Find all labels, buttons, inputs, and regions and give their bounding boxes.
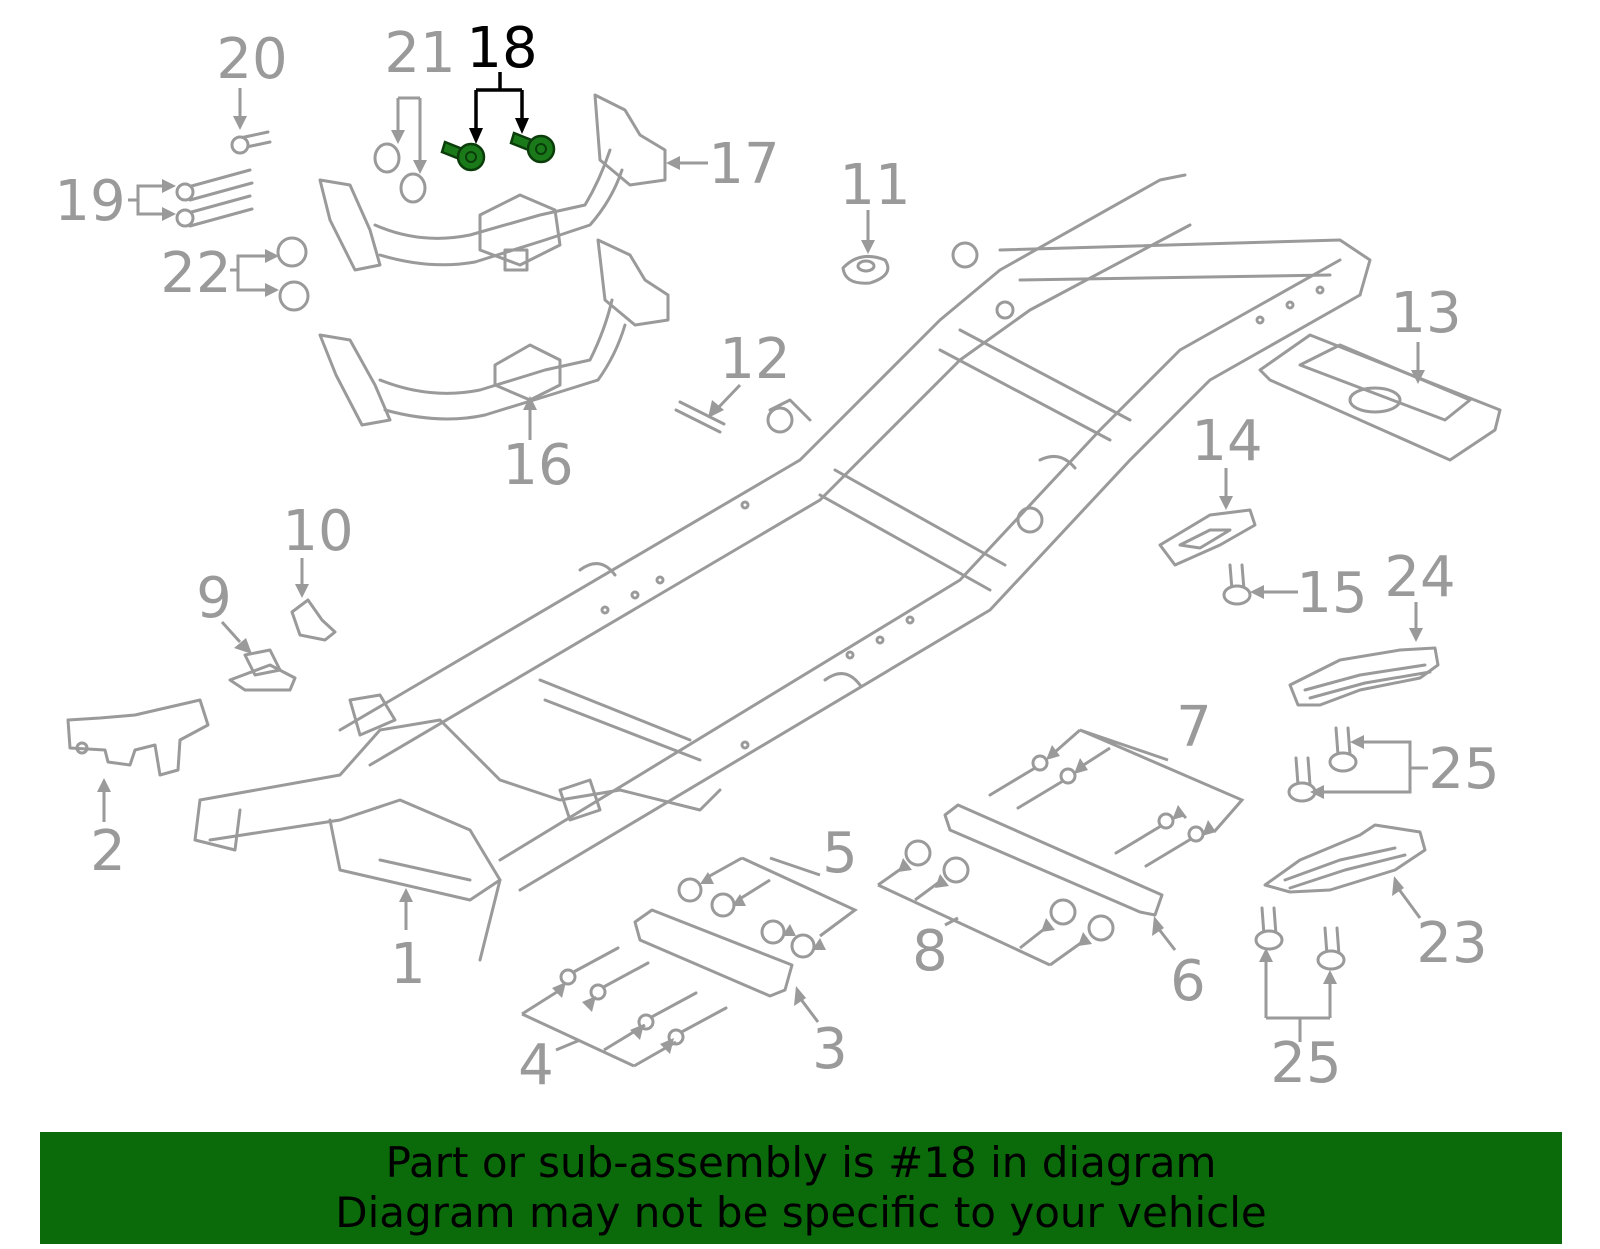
callout-12: 12	[719, 327, 790, 392]
callout-11: 11	[839, 153, 910, 218]
rear-crossmember-upper	[318, 93, 667, 272]
callout-2: 2	[90, 819, 126, 884]
plate-6	[943, 803, 1164, 917]
bolts-25-upper	[1287, 726, 1358, 803]
banner-line-part: Part or sub-assembly is #18 in diagram	[385, 1138, 1217, 1187]
bolts-7	[988, 754, 1205, 868]
callout-6: 6	[1170, 949, 1206, 1014]
bolts-4	[559, 946, 728, 1046]
callout-1: 1	[390, 932, 426, 997]
callout-9: 9	[196, 566, 232, 631]
nuts-8	[904, 839, 1115, 942]
pin-12	[674, 400, 726, 434]
bolt-20	[230, 130, 272, 155]
callout-16: 16	[502, 433, 573, 498]
callout-5: 5	[822, 821, 858, 886]
highlighted-bolts-18[interactable]	[440, 131, 556, 172]
shield-23	[1263, 823, 1427, 894]
bolts-25-lower	[1254, 906, 1346, 971]
banner-line-disclaimer: Diagram may not be specific to your vehi…	[335, 1188, 1267, 1237]
bracket-14	[1158, 508, 1257, 567]
callout-8: 8	[912, 919, 948, 984]
info-banner: Part or sub-assembly is #18 in diagram D…	[40, 1132, 1562, 1244]
callout-18[interactable]: 18	[466, 16, 537, 81]
callout-10: 10	[282, 499, 353, 564]
callout-labels: 18 20 21 19 22 17 16 11 12 13 14 15 24 2…	[54, 16, 1499, 1098]
callout-24: 24	[1384, 545, 1455, 610]
callout-15: 15	[1296, 561, 1367, 626]
callout-23: 23	[1416, 911, 1487, 976]
callout-25-upper: 25	[1428, 737, 1499, 802]
callout-7: 7	[1176, 695, 1212, 760]
parts-diagram: 18 20 21 19 22 17 16 11 12 13 14 15 24 2…	[54, 16, 1502, 1098]
nuts-5	[677, 877, 816, 959]
bracket-2	[66, 698, 210, 777]
callout-17: 17	[708, 132, 779, 197]
leader-lines	[97, 72, 1428, 1068]
callout-22: 22	[160, 241, 231, 306]
bolts-19	[175, 168, 254, 228]
callout-19: 19	[54, 169, 125, 234]
callout-20: 20	[216, 27, 287, 92]
shield-24	[1288, 646, 1440, 707]
bracket-10	[290, 598, 337, 642]
rear-crossmember-lower	[318, 238, 670, 427]
callout-13: 13	[1390, 281, 1461, 346]
callout-21: 21	[384, 21, 455, 86]
callout-4: 4	[518, 1033, 554, 1098]
plug-11	[841, 254, 890, 285]
plate-3	[633, 908, 794, 998]
callout-14: 14	[1191, 409, 1262, 474]
nuts-21	[373, 142, 427, 204]
frame-assembly	[193, 173, 1372, 962]
skid-plate-13	[1258, 333, 1502, 462]
callout-3: 3	[812, 1017, 848, 1082]
bolt-15	[1222, 563, 1252, 606]
bracket-9	[228, 648, 297, 692]
callout-25-lower: 25	[1270, 1031, 1341, 1096]
nuts-22	[276, 236, 310, 312]
